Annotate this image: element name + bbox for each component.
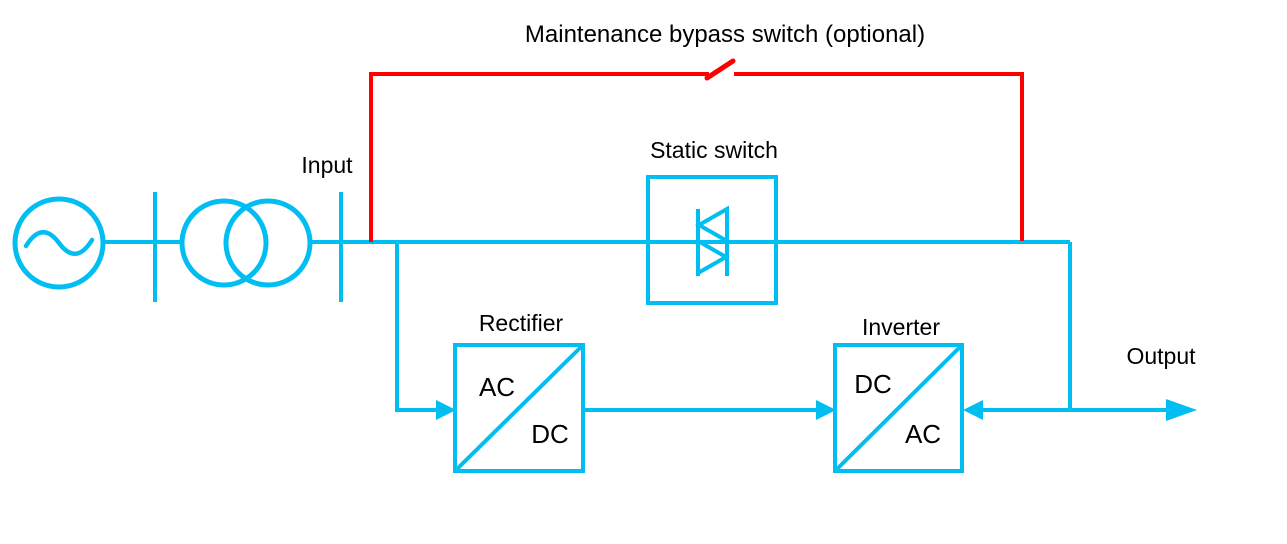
inverter-diagonal [833,343,964,473]
bypass-wire-right [734,72,1024,241]
arrowhead-icon-into-inverter-left [816,400,836,420]
thyristor-triangle-lower [696,237,731,277]
thyristor-triangle-upper [694,205,729,245]
antiparallel-thyristor-icon [694,205,731,277]
bypass-title-label: Maintenance bypass switch (optional) [525,21,925,48]
rectifier-label: Rectifier [479,310,564,336]
static-switch-box [646,175,778,305]
open-switch-blade-icon [704,58,736,81]
rectifier-diagonal [453,343,585,473]
ac-source-icon [12,196,106,290]
arrowhead-icon-output [1166,399,1197,421]
inverter-label: Inverter [862,314,940,340]
transformer-icon [179,198,313,288]
static-switch-label: Static switch [650,137,778,163]
bypass-wire-left [369,72,709,242]
bypass-circuit [369,58,1024,242]
static-switch-outline [646,175,778,305]
inverter-output-side-label: AC [905,419,941,449]
arrowhead-icon-into-inverter-right [963,400,983,420]
inverter-box: DC AC [833,343,964,473]
rectifier-box: AC DC [453,343,585,473]
wire-bus-to-rectifier [395,242,438,412]
sine-wave-icon [23,230,95,256]
inverter-input-side-label: DC [854,369,892,399]
rectifier-output-side-label: DC [531,419,569,449]
input-label: Input [301,152,353,178]
arrowhead-icon-into-rectifier [436,400,456,420]
rectifier-input-side-label: AC [479,372,515,402]
inverter-outline [833,343,964,473]
transformer-primary-circle [179,198,269,288]
output-label: Output [1126,343,1196,369]
